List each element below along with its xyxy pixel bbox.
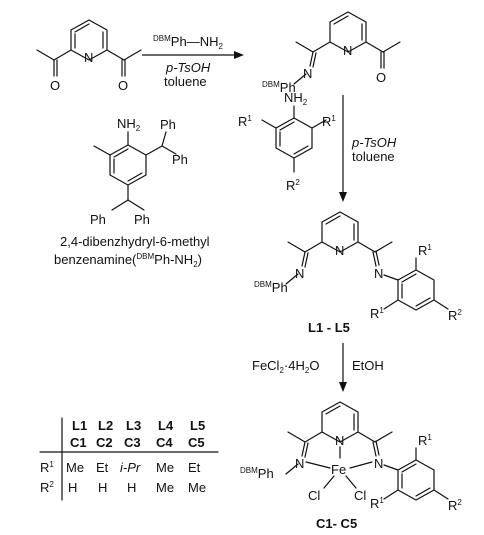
dbmph-label-2: DBMPh [262, 80, 296, 95]
amine-full-name-line1: 2,4-dibenzhydryl-6-methyl [60, 234, 210, 249]
complex-imine-n-right: N [374, 456, 383, 471]
aniline-nh2-label: NH2 [284, 90, 308, 107]
table-header-l2: L2 [98, 418, 113, 433]
table-cell-r1-5: Et [188, 460, 201, 475]
step3-solvent: EtOH [352, 358, 384, 373]
table-header-c5: C5 [188, 435, 205, 450]
table-header-c3: C3 [124, 435, 141, 450]
complex-cl-left: Cl [308, 488, 320, 503]
ligand-imine-n-left: N [295, 266, 304, 281]
table-header-l4: L4 [158, 418, 174, 433]
reaction-arrow-step1: DBMPh—NH2 p-TsOH toluene [142, 34, 244, 89]
step3-reagent: FeCl2·4H2O [252, 358, 319, 375]
carbonyl-o-left: O [50, 78, 60, 93]
pyridine-n-label: N [84, 50, 93, 65]
complex-pyridine-n: N [335, 433, 344, 448]
table-cell-r2-5: Me [188, 480, 206, 495]
complex-cl-right: Cl [354, 488, 366, 503]
aniline-r2: R2 [286, 178, 300, 193]
diacetylpyridine-structure: N O O [36, 19, 142, 93]
monoimine-structure: N N O DBMPh [262, 11, 401, 95]
table-cell-r1-2: Et [96, 460, 109, 475]
aniline-r1-right: R1 [322, 114, 336, 129]
table-header-l1: L1 [72, 418, 87, 433]
complex-r2: R2 [448, 498, 462, 513]
ligand-dbmph-label: DBMPh [254, 280, 288, 295]
table-header-l5: L5 [190, 418, 205, 433]
complex-fe-label: Fe [331, 462, 346, 477]
step1-catalyst: p-TsOH [165, 60, 211, 75]
complex-imine-n-left: N [295, 456, 304, 471]
amine-full-name-line2: benzenamine(DBMPh-NH2) [54, 252, 202, 269]
substituted-aniline-structure: NH2 R1 R1 R2 [238, 90, 336, 193]
table-cell-r2-4: Me [156, 480, 174, 495]
phenyl-label-1: Ph [160, 117, 176, 132]
table-cell-r1-1: Me [66, 460, 84, 475]
ligand-r1-top: R1 [418, 243, 432, 258]
reaction-arrow-step2: p-TsOH toluene [339, 95, 397, 202]
ligand-imine-n-right: N [374, 266, 383, 281]
ligand-r1-bottom: R1 [370, 306, 384, 321]
table-cell-r1-4: Me [156, 460, 174, 475]
table-row-label-r2: R2 [40, 480, 54, 495]
table-cell-r2-1: H [68, 480, 77, 495]
amine-nh2-label: NH2 [117, 116, 141, 133]
step1-amine-reagent: DBMPh—NH2 [153, 34, 223, 51]
step2-catalyst: p-TsOH [351, 135, 397, 150]
table-header-c2: C2 [96, 435, 113, 450]
dbmph-amine-structure: NH2 Ph Ph Ph Ph 2,4-dibenzhydryl-6-methy… [54, 116, 210, 269]
ligand-pyridine-n: N [335, 243, 344, 258]
phenyl-label-4: Ph [134, 212, 150, 227]
table-row-label-r1: R1 [40, 460, 54, 475]
imine-n-label: N [303, 66, 312, 81]
table-header-c1: C1 [70, 435, 87, 450]
step2-solvent: toluene [352, 149, 395, 164]
complex-dbmph-label: DBMPh [240, 466, 274, 481]
phenyl-label-3: Ph [90, 212, 106, 227]
carbonyl-o-label-2: O [376, 70, 386, 85]
ligand-series-label: L1 - L5 [308, 320, 350, 335]
reaction-arrow-step3: FeCl2·4H2O EtOH [252, 343, 384, 392]
complex-r1-top: R1 [418, 433, 432, 448]
table-cell-r2-3: H [127, 480, 136, 495]
table-cell-r1-3: i-Pr [120, 460, 141, 475]
iron-complex-structure: N N N Fe Cl Cl DBMPh R1 R1 R2 C1- C5 [240, 401, 462, 531]
step1-solvent: toluene [164, 74, 207, 89]
table-cell-r2-2: H [98, 480, 107, 495]
ligand-structure: N N N DBMPh R1 R1 R2 L1 - L5 [254, 211, 462, 335]
complex-r1-bottom: R1 [370, 496, 384, 511]
carbonyl-o-right: O [118, 78, 128, 93]
table-header-c4: C4 [156, 435, 173, 450]
substituent-table: L1 L2 L3 L4 L5 C1 C2 C3 C4 C5 R1 Me Et i… [39, 417, 219, 501]
aniline-r1-left: R1 [238, 114, 252, 129]
pyridine-n-label-2: N [343, 43, 352, 58]
table-header-l3: L3 [126, 418, 141, 433]
complex-series-label: C1- C5 [316, 516, 357, 531]
ligand-r2: R2 [448, 308, 462, 323]
phenyl-label-2: Ph [172, 152, 188, 167]
